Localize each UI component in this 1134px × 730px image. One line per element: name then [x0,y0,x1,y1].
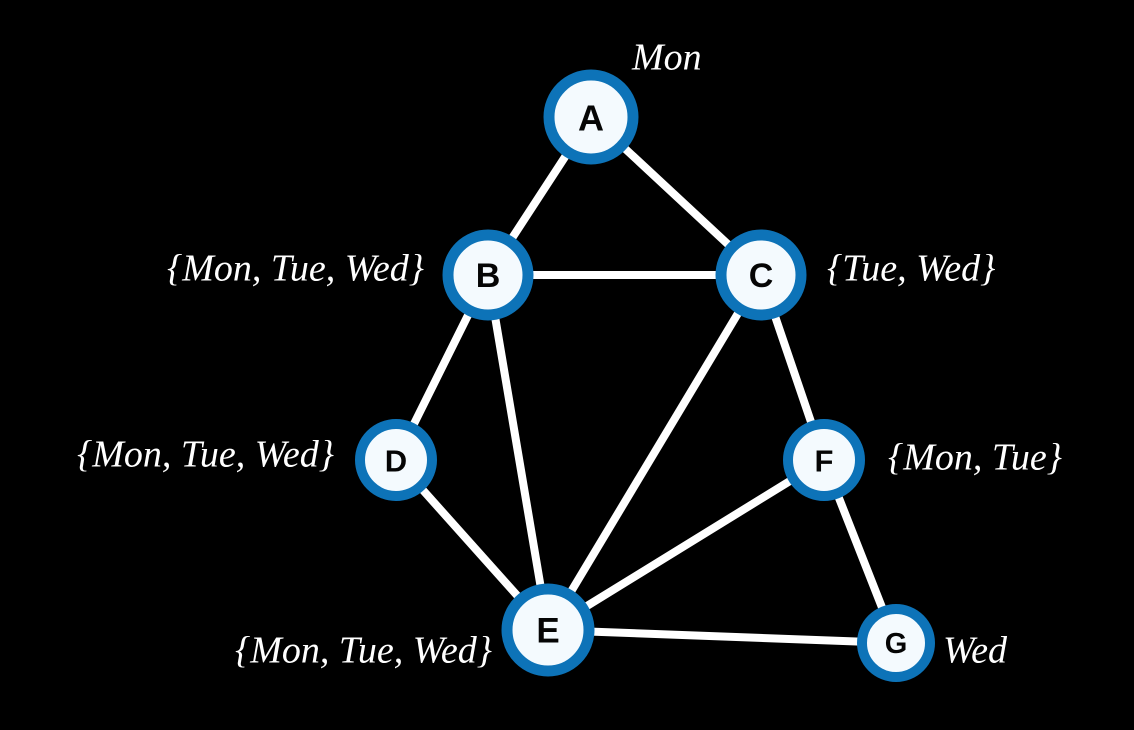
node-circle-f[interactable] [783,419,865,501]
node-letter-f: F [815,444,834,479]
node-letter-e: E [536,612,559,651]
domain-label-e: {Mon, Tue, Wed} [235,630,492,672]
graph-node-g[interactable]: G [857,604,935,682]
graph-edge-f-g [833,491,887,614]
node-circle-c[interactable] [715,229,807,321]
domain-label-g: Wed [943,630,1008,672]
node-letter-g: G [885,628,908,660]
node-circle-b[interactable] [442,229,534,321]
node-circle-a[interactable] [543,69,639,165]
node-letter-d: D [385,444,407,479]
node-letter-c: C [749,257,774,295]
nodes-layer: A B C D E F G [355,69,935,682]
domain-label-c: {Tue, Wed} [827,248,995,290]
node-circle-e[interactable] [501,583,595,677]
graph-node-b[interactable]: B [442,229,534,321]
domain-label-f: {Mon, Tue} [888,437,1062,479]
domain-label-b: {Mon, Tue, Wed} [167,248,424,290]
graph-edge-a-c [619,143,734,251]
graph-edge-c-f [770,311,816,429]
graph-edge-e-f [581,475,796,612]
graph-edge-b-e [491,312,545,592]
labels-layer: Mon {Mon, Tue, Wed} {Tue, Wed} {Mon, Tue, W… [77,37,1062,672]
edges-layer [408,143,887,646]
graph-edge-e-g [587,627,865,646]
node-circle-g[interactable] [857,604,935,682]
graph-edge-c-e [566,307,744,597]
node-letter-a: A [578,98,604,139]
graph-node-e[interactable]: E [501,583,595,677]
domain-label-d: {Mon, Tue, Wed} [77,434,334,476]
graph-node-d[interactable]: D [355,419,437,501]
node-circle-d[interactable] [355,419,437,501]
domain-label-a: Mon [631,37,702,79]
graph-node-a[interactable]: A [543,69,639,165]
graph-node-f[interactable]: F [783,419,865,501]
graph-edge-b-d [408,309,474,430]
graph-edge-a-b [507,150,571,244]
graph-edge-d-e [417,484,524,602]
graph-node-c[interactable]: C [715,229,807,321]
node-letter-b: B [476,257,501,295]
